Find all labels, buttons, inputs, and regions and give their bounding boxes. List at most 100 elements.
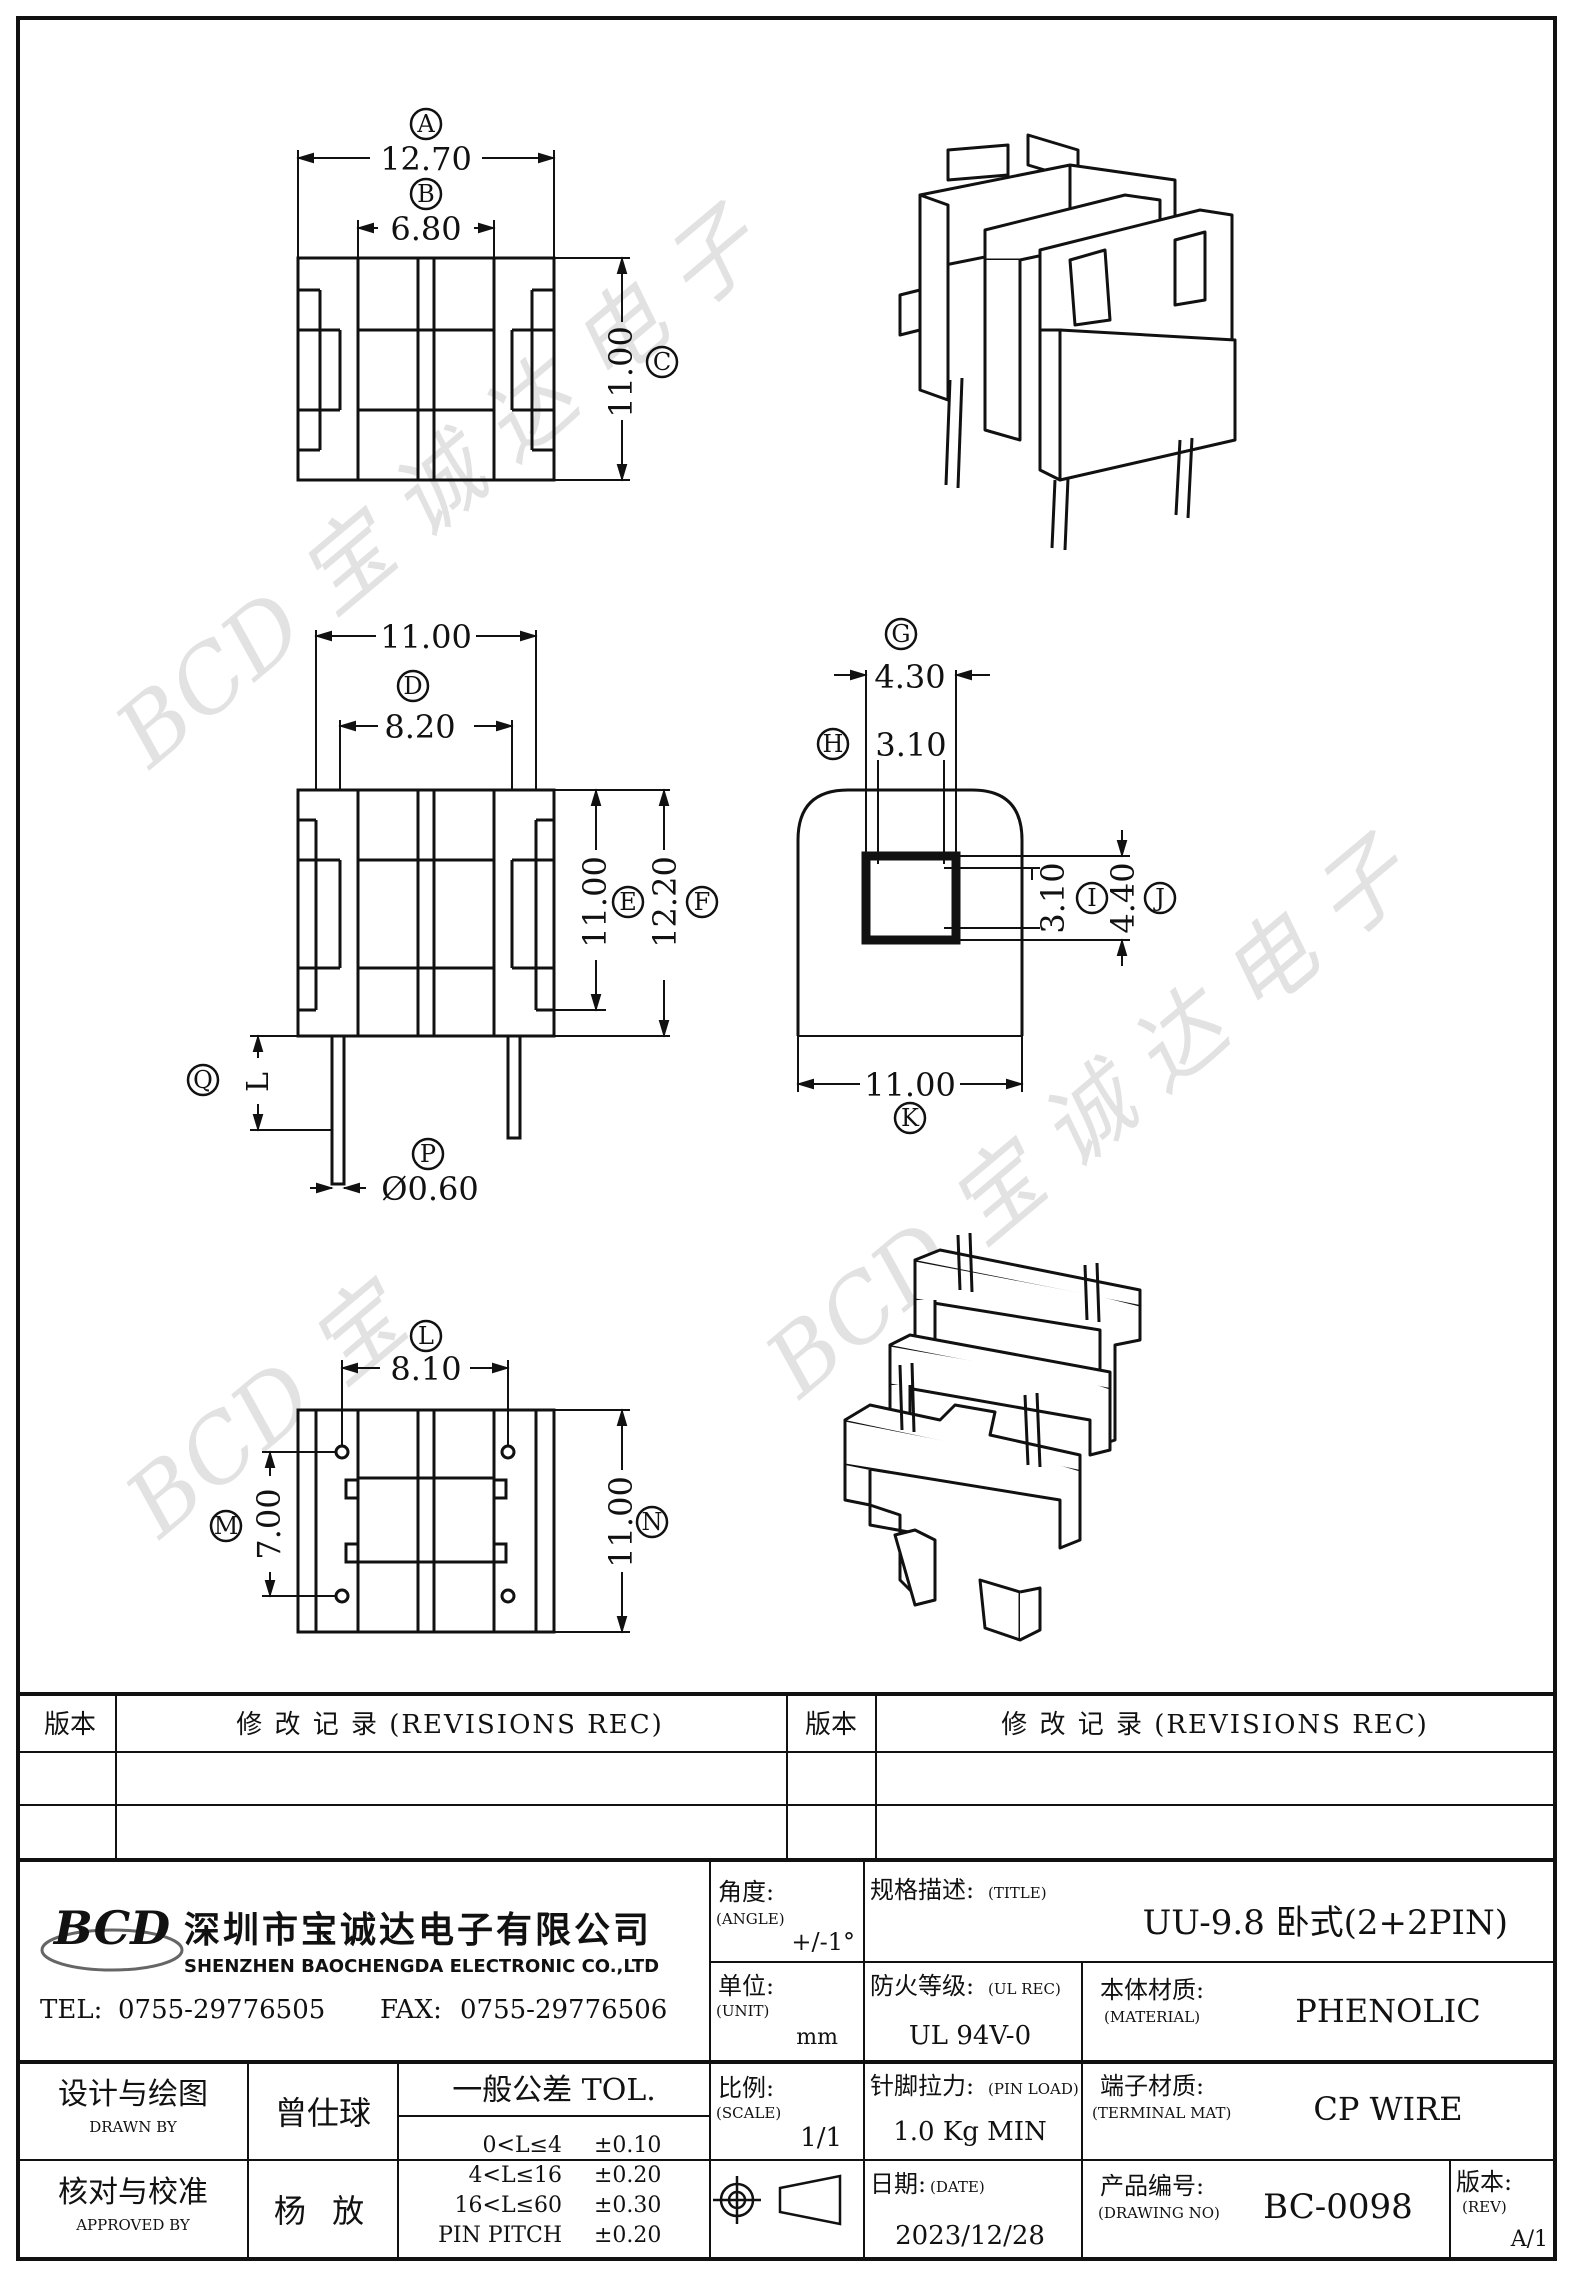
svg-text:12.20: 12.20 <box>646 856 684 948</box>
tolerance-rows: 0<L≤4 ±0.10 4<L≤16 ±0.20 16<L≤60 ±0.30 P… <box>438 2133 661 2248</box>
svg-text:D: D <box>403 672 422 700</box>
svg-text:6.80: 6.80 <box>390 210 461 248</box>
scale-label-cn: 比例: <box>718 2074 774 2102</box>
svg-text:N: N <box>642 1508 663 1536</box>
svg-text:Ø0.60: Ø0.60 <box>381 1170 478 1208</box>
ul-value: UL 94V-0 <box>909 2021 1031 2051</box>
drawing-no-label-en: (DRAWING NO) <box>1098 2204 1220 2222</box>
terminal-value: CP WIRE <box>1313 2090 1462 2128</box>
pin-load-value: 1.0 Kg MIN <box>893 2117 1047 2147</box>
dimension-f: 12.20 F <box>646 856 719 948</box>
svg-text:8.20: 8.20 <box>384 708 455 746</box>
rev-value: A/1 <box>1510 2227 1548 2252</box>
svg-text:E: E <box>619 888 637 916</box>
dimension-a: A 12.70 <box>380 107 472 178</box>
terminal-label-en: (TERMINAL MAT) <box>1092 2104 1231 2122</box>
svg-text:F: F <box>694 888 711 916</box>
svg-text:BCD: BCD <box>52 1901 170 1955</box>
tolerance-range: 0<L≤4 <box>483 2133 562 2158</box>
date-label-en: (DATE) <box>930 2178 985 2196</box>
tolerance-value: ±0.20 <box>594 2163 661 2188</box>
drawn-by-label-cn: 设计与绘图 <box>58 2077 208 2112</box>
title-label-en: (TITLE) <box>988 1884 1047 1902</box>
svg-text:M: M <box>214 1512 239 1540</box>
svg-text:L: L <box>241 1072 276 1092</box>
drawn-by-name: 曾仕球 <box>275 2094 371 2132</box>
revisions-col-version-right: 版本 <box>805 1710 857 1740</box>
dimension-e: 11.00 E <box>576 856 645 948</box>
tolerance-range: 4<L≤16 <box>469 2163 562 2188</box>
tolerance-value: ±0.20 <box>594 2223 661 2248</box>
svg-text:B: B <box>417 180 435 208</box>
unit-label-cn: 单位: <box>718 1972 774 2000</box>
dimension-q: Q L <box>186 1063 276 1097</box>
svg-text:8.10: 8.10 <box>390 1350 461 1388</box>
svg-text:K: K <box>901 1104 920 1132</box>
revisions-col-record-left: 修 改 记 录 (REVISIONS REC) <box>236 1710 664 1740</box>
svg-text:11.00: 11.00 <box>602 326 640 418</box>
ul-label-en: (UL REC) <box>988 1980 1061 1998</box>
dimension-d: D 8.20 <box>384 669 456 746</box>
company-logo: BCD <box>40 1901 184 1972</box>
angle-value: +/-1° <box>791 1928 855 1956</box>
svg-text:BCD 宝 诚 达 电 子: BCD 宝 诚 达 电 子 <box>95 187 783 788</box>
svg-text:11.00: 11.00 <box>576 856 614 948</box>
angle-label-cn: 角度: <box>718 1878 774 1906</box>
dimension-b: B 6.80 <box>390 177 462 248</box>
projection-symbol-icon <box>713 2174 842 2226</box>
svg-text:H: H <box>823 730 844 758</box>
svg-text:11.00: 11.00 <box>864 1066 956 1104</box>
isometric-view-top <box>898 133 1237 551</box>
revisions-table <box>18 1692 1555 1862</box>
drawn-by-label-en: DRAWN BY <box>89 2118 178 2136</box>
dimension-m: M 7.00 <box>209 1488 288 1560</box>
dimension-h: H 3.10 <box>816 726 947 764</box>
svg-text:3.10: 3.10 <box>1034 862 1072 933</box>
tolerance-range: PIN PITCH <box>438 2223 562 2248</box>
svg-text:11.00: 11.00 <box>380 618 472 656</box>
svg-text:4.30: 4.30 <box>874 658 945 696</box>
date-value: 2023/12/28 <box>895 2221 1045 2251</box>
svg-text:11.00: 11.00 <box>602 1476 640 1568</box>
tolerance-range: 16<L≤60 <box>455 2193 562 2218</box>
company-name-cn: 深圳市宝诚达电子有限公司 <box>184 1910 652 1951</box>
unit-value: mm <box>796 2025 838 2050</box>
svg-text:P: P <box>420 1140 436 1168</box>
dimension-g: G 4.30 <box>874 617 946 696</box>
svg-text:G: G <box>891 620 910 648</box>
material-value: PHENOLIC <box>1295 1992 1480 2030</box>
title-label-cn: 规格描述: <box>870 1876 974 1904</box>
drawing-no-label-cn: 产品编号: <box>1100 2172 1204 2200</box>
fax-value: 0755-29776506 <box>460 1995 667 2025</box>
svg-text:3.10: 3.10 <box>875 726 946 764</box>
rev-label-en: (REV) <box>1462 2198 1507 2216</box>
tolerance-value: ±0.30 <box>594 2193 661 2218</box>
approved-by-label-en: APPROVED BY <box>75 2216 191 2234</box>
title-block-grid <box>18 1860 1555 2259</box>
scale-value: 1/1 <box>800 2123 842 2153</box>
dimension-n: 11.00 N <box>602 1476 669 1568</box>
tel-label: TEL: <box>40 1995 102 2025</box>
terminal-label-cn: 端子材质: <box>1100 2072 1204 2100</box>
svg-text:L: L <box>418 1322 434 1350</box>
svg-text:4.40: 4.40 <box>1104 862 1142 933</box>
svg-text:7.00: 7.00 <box>250 1488 288 1559</box>
tolerance-value: ±0.10 <box>594 2133 661 2158</box>
svg-text:J: J <box>1152 884 1165 912</box>
isometric-view-bottom <box>843 1232 1142 1642</box>
front-view <box>250 630 670 1194</box>
tolerance-title: 一般公差 TOL. <box>452 2073 656 2108</box>
ul-label-cn: 防火等级: <box>870 1972 974 2000</box>
unit-label-en: (UNIT) <box>716 2002 769 2020</box>
revisions-col-version-left: 版本 <box>44 1710 96 1740</box>
svg-text:A: A <box>416 110 435 138</box>
approved-by-name: 杨 放 <box>274 2192 372 2230</box>
dimension-c: 11.00 C <box>602 326 679 418</box>
svg-text:Q: Q <box>193 1066 213 1094</box>
dimension-p: P Ø0.60 <box>381 1137 479 1208</box>
pin-load-label-cn: 针脚拉力: <box>870 2072 974 2100</box>
rev-label-cn: 版本: <box>1456 2168 1512 2196</box>
tel-value: 0755-29776505 <box>118 1995 325 2025</box>
end-view <box>796 669 1130 1092</box>
